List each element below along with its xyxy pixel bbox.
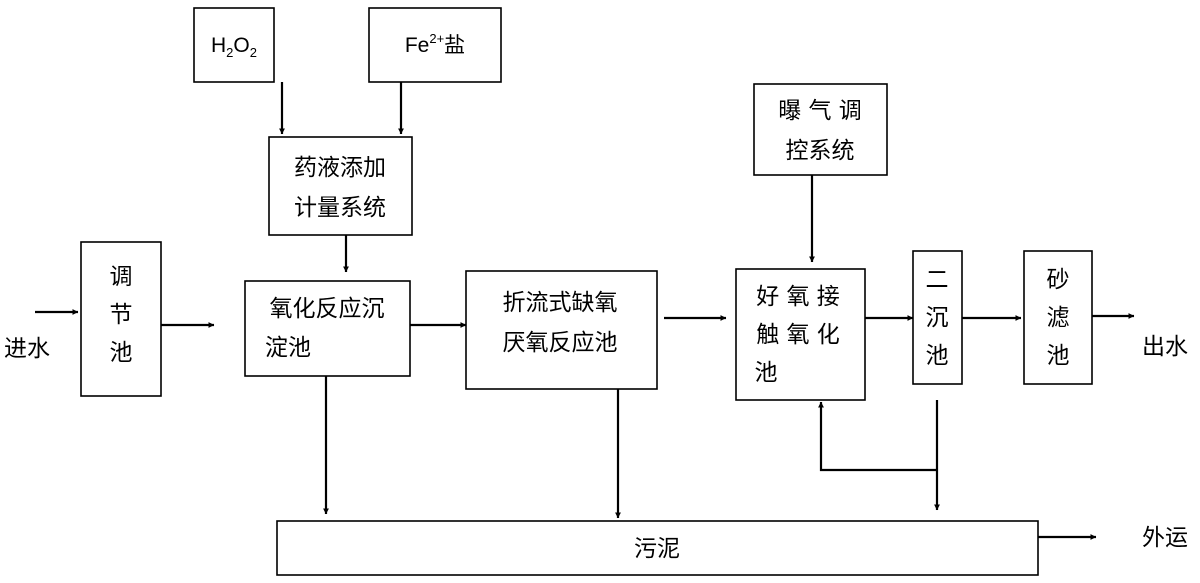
aeration-control-line1: 曝 气 调	[778, 98, 862, 124]
h2o2-label: H2O2	[211, 34, 257, 60]
dosing-system-line1: 药液添加	[294, 155, 386, 181]
secondary-clarifier-char2: 沉	[926, 305, 949, 331]
regulating-tank-char3: 池	[110, 340, 133, 366]
sludge-out-label: 外运	[1142, 525, 1188, 551]
sand-filter-char3: 池	[1047, 343, 1070, 369]
sludge-box: 污泥	[276, 520, 1039, 576]
secondary-clarifier-char1: 二	[926, 267, 949, 293]
aerobic-tank-line3: 池	[755, 360, 778, 386]
regulating-tank-box: 调 节 池	[80, 241, 162, 397]
baffled-tank-line1: 折流式缺氧	[503, 290, 618, 316]
oxidation-tank-box: 氧化反应沉 淀池	[244, 280, 411, 377]
oxidation-tank-line1: 氧化反应沉	[270, 296, 385, 322]
oxidation-tank-line2: 淀池	[265, 335, 311, 361]
aeration-control-line2: 控系统	[786, 138, 855, 164]
sand-filter-char2: 滤	[1047, 305, 1070, 331]
fe-salt-box: Fe2+盐	[368, 7, 502, 83]
inlet-label: 进水	[4, 336, 50, 362]
h2o2-box: H2O2	[193, 7, 275, 83]
aerobic-tank-line1: 好 氧 接	[756, 284, 840, 310]
baffled-tank-box: 折流式缺氧 厌氧反应池	[465, 270, 658, 390]
secondary-clarifier-char3: 池	[926, 343, 949, 369]
secondary-clarifier-box: 二 沉 池	[912, 250, 963, 385]
dosing-system-box: 药液添加 计量系统	[268, 136, 413, 236]
aerobic-tank-line2: 触 氧 化	[756, 322, 840, 348]
outlet-label: 出水	[1142, 334, 1188, 360]
arrow-sludge-return-to-aerobic	[818, 401, 937, 472]
aerobic-tank-box: 好 氧 接 触 氧 化 池	[735, 268, 866, 401]
baffled-tank-line2: 厌氧反应池	[503, 330, 618, 356]
regulating-tank-char1: 调	[110, 264, 133, 290]
aeration-control-box: 曝 气 调 控系统	[753, 83, 888, 176]
dosing-system-line2: 计量系统	[294, 195, 386, 221]
sludge-label: 污泥	[634, 536, 680, 562]
sand-filter-box: 砂 滤 池	[1023, 250, 1093, 385]
regulating-tank-char2: 节	[110, 302, 133, 328]
fe-salt-label: Fe2+盐	[405, 31, 465, 57]
sand-filter-char1: 砂	[1047, 267, 1070, 293]
